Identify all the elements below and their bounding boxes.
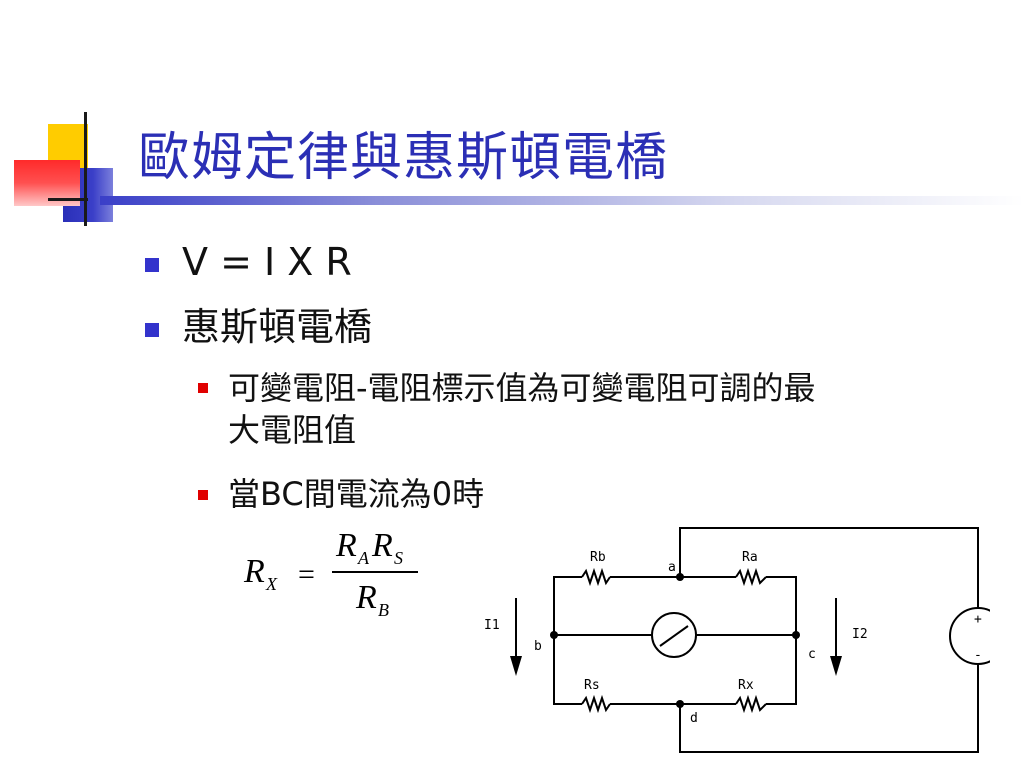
bullet-wheatstone: 惠斯頓電橋 <box>182 305 373 349</box>
resistor-rs <box>581 694 611 714</box>
arrow-i2-head <box>830 656 842 676</box>
wire-rx-to-c <box>766 635 797 705</box>
label-node-b: b <box>534 639 542 654</box>
balance-formula: R X = R A R S R B <box>243 527 418 620</box>
decoration-vertical-line <box>84 112 87 226</box>
formula-num-a-sub: A <box>357 548 370 568</box>
label-rx: Rx <box>738 678 754 693</box>
formula-num-b-sub: S <box>394 548 403 568</box>
label-rb: Rb <box>590 550 606 565</box>
node-a <box>676 573 684 581</box>
label-i1: I1 <box>484 618 500 633</box>
bullet-square-icon <box>145 323 159 337</box>
sub-bullet-square-icon <box>198 490 208 500</box>
resistor-rx <box>735 694 767 714</box>
formula-den-sub: B <box>378 600 389 620</box>
sub-bullet-variable-resistor-line2: 大電阻值 <box>228 411 357 449</box>
slide-title: 歐姆定律與惠斯頓電橋 <box>138 128 669 188</box>
formula-num-b: R <box>371 527 393 564</box>
label-node-a: a <box>668 560 676 575</box>
label-node-c: c <box>808 647 816 662</box>
node-b <box>550 631 558 639</box>
formula-lhs-sub: X <box>265 574 278 594</box>
bullet-ohms-law: V = I X R <box>182 240 352 284</box>
title-underline <box>100 196 1024 205</box>
formula-num-a: R <box>335 527 357 564</box>
arrow-i1-head <box>510 656 522 676</box>
wire-ra-to-c <box>766 576 797 635</box>
label-source-plus: + <box>974 612 982 627</box>
node-c <box>792 631 800 639</box>
galvanometer-needle <box>659 625 689 647</box>
voltage-source <box>949 607 990 665</box>
wheatstone-bridge-circuit: Rb Ra Rs Rx a b c d I1 I2 + - <box>484 527 990 753</box>
label-node-d: d <box>690 711 698 726</box>
resistor-ra <box>735 567 767 587</box>
node-d <box>676 700 684 708</box>
bullet-square-icon <box>145 258 159 272</box>
formula-equals: = <box>298 558 315 591</box>
label-source-minus: - <box>974 648 982 663</box>
decoration-horizontal-line <box>48 198 88 201</box>
sub-bullet-variable-resistor-line1: 可變電阻-電阻標示值為可變電阻可調的最 <box>228 369 816 407</box>
label-rs: Rs <box>584 678 600 693</box>
sub-bullet-square-icon <box>198 383 208 393</box>
label-i2: I2 <box>852 627 868 642</box>
formula-den: R <box>355 579 377 616</box>
wire-b-to-rs <box>553 635 582 705</box>
sub-bullet-bc-current-zero: 當BC間電流為0時 <box>228 475 485 513</box>
formula-lhs: R <box>243 553 265 590</box>
wire-b-to-rb <box>553 576 582 635</box>
label-ra: Ra <box>742 550 758 565</box>
outer-wire <box>679 527 979 753</box>
resistor-rb <box>581 567 611 587</box>
